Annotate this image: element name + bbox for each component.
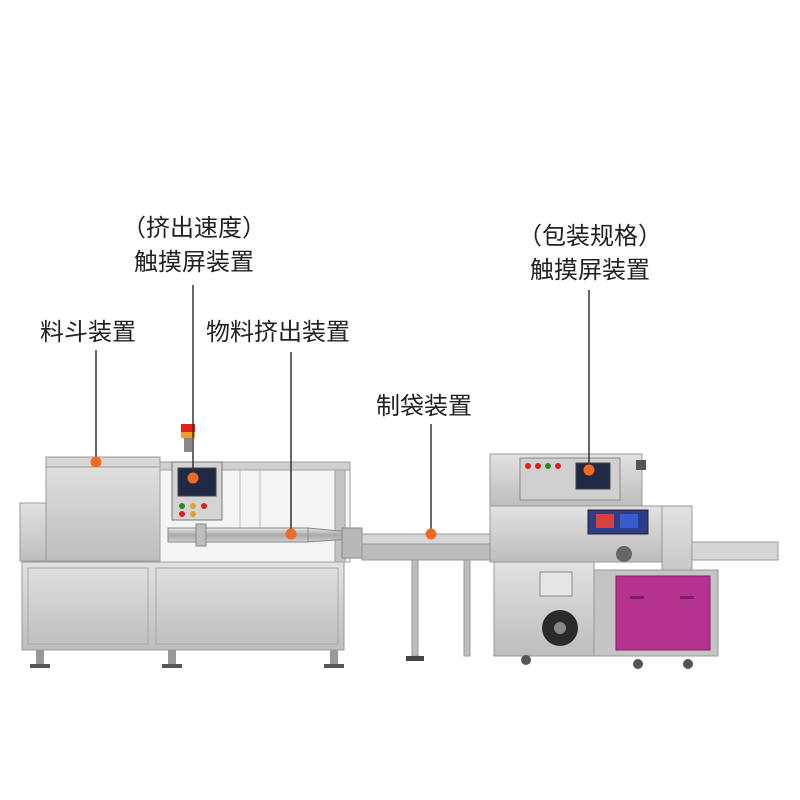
extruder-machine bbox=[19, 456, 363, 668]
label-hopper: 料斗装置 bbox=[40, 318, 136, 346]
label-material-extrusion: 物料挤出装置 bbox=[206, 318, 350, 346]
marker-hopper bbox=[90, 456, 102, 468]
label-extrusion-speed-touch: 触摸屏装置 bbox=[134, 248, 254, 276]
leader-lines bbox=[95, 285, 590, 534]
packaging-machine bbox=[489, 453, 779, 669]
hopper-box bbox=[45, 456, 161, 562]
label-packaging-spec-note: （包装规格） bbox=[518, 222, 662, 250]
base-cabinet bbox=[21, 561, 345, 651]
marker-packaging-spec bbox=[583, 464, 595, 476]
label-extrusion-speed-note: （挤出速度） bbox=[122, 214, 266, 242]
marker-material-extrusion bbox=[285, 528, 297, 540]
extrusion-control-panel bbox=[171, 424, 223, 521]
marker-bag-making bbox=[425, 528, 437, 540]
markers bbox=[90, 456, 595, 540]
label-bag-making: 制袋装置 bbox=[376, 392, 472, 420]
marker-extrusion-speed bbox=[187, 472, 199, 484]
feed-conveyor bbox=[361, 533, 508, 661]
magenta-door bbox=[615, 575, 711, 651]
label-packaging-spec-touch: 触摸屏装置 bbox=[530, 256, 650, 284]
